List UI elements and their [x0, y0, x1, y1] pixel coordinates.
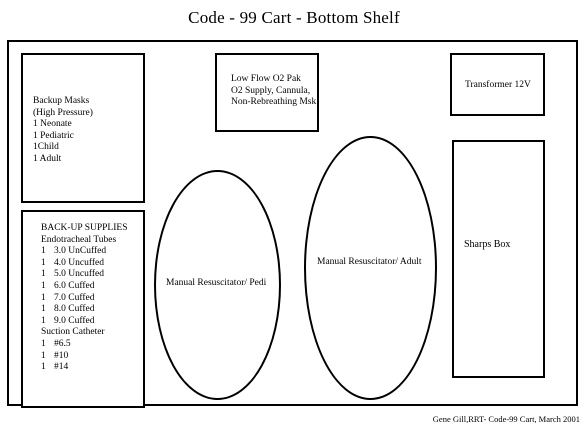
et-desc: 8.0 Cuffed [54, 304, 95, 315]
resuscitator-pedi-oval: Manual Resuscitator/ Pedi [154, 170, 281, 400]
sharps-box: Sharps Box [452, 140, 545, 378]
et-item: 1 5.0 Uncuffed [41, 269, 128, 281]
et-qty: 1 [41, 280, 46, 291]
low-flow-o2-line: Low Flow O2 Pak [231, 74, 301, 84]
backup-supplies-heading: BACK-UP SUPPLIES [41, 223, 128, 233]
suction-desc: #6.5 [54, 338, 71, 349]
et-qty: 1 [41, 292, 46, 303]
et-desc: 7.0 Cuffed [54, 292, 95, 303]
backup-masks-line: 1 Pediatric [33, 130, 74, 141]
suction-item: 1 #14 [41, 362, 128, 374]
et-item: 1 3.0 UnCuffed [41, 246, 128, 258]
suction-item: 1 #6.5 [41, 339, 128, 351]
backup-masks-line: Backup Masks [33, 96, 90, 106]
backup-supplies-box: BACK-UP SUPPLIES Endotracheal Tubes 1 3.0… [21, 210, 145, 408]
backup-masks-box: Backup Masks (High Pressure) 1 Neonate 1… [21, 53, 145, 203]
transformer-box: Transformer 12V [450, 53, 545, 116]
et-qty: 1 [41, 304, 46, 315]
et-qty: 1 [41, 257, 46, 268]
et-item: 1 6.0 Cuffed [41, 281, 128, 293]
et-item: 1 7.0 Cuffed [41, 293, 128, 305]
page-title: Code - 99 Cart - Bottom Shelf [188, 8, 400, 27]
endotracheal-tubes-heading: Endotracheal Tubes [41, 234, 117, 245]
suction-desc: #14 [54, 362, 69, 373]
shelf-outline [7, 40, 578, 406]
backup-masks-line: (High Pressure) [33, 107, 93, 118]
low-flow-o2-line: Non-Rebreathing Msk [231, 97, 317, 108]
et-desc: 4.0 Uncuffed [54, 257, 104, 268]
low-flow-o2-box: Low Flow O2 Pak O2 Supply, Cannula, Non-… [215, 53, 319, 132]
sharps-box-label: Sharps Box [464, 239, 511, 250]
et-desc: 5.0 Uncuffed [54, 269, 104, 280]
backup-masks-line: 1Child [33, 142, 59, 153]
et-item: 1 4.0 Uncuffed [41, 258, 128, 270]
footer-credit: Gene Gill,RRT- Code-99 Cart, March 2001 [432, 414, 580, 424]
suction-qty: 1 [41, 350, 46, 361]
suction-desc: #10 [54, 350, 69, 361]
suction-catheter-heading: Suction Catheter [41, 327, 105, 338]
resuscitator-adult-label: Manual Resuscitator/ Adult [317, 257, 422, 267]
low-flow-o2-line: O2 Supply, Cannula, [231, 85, 311, 96]
et-qty: 1 [41, 269, 46, 280]
et-item: 1 9.0 Cuffed [41, 316, 128, 328]
backup-masks-line: 1 Adult [33, 153, 62, 164]
et-qty: 1 [41, 315, 46, 326]
suction-qty: 1 [41, 338, 46, 349]
backup-masks-label: Backup Masks (High Pressure) 1 Neonate 1… [33, 96, 93, 166]
suction-qty: 1 [41, 362, 46, 373]
backup-masks-line: 1 Neonate [33, 119, 72, 130]
et-desc: 3.0 UnCuffed [54, 246, 107, 257]
resuscitator-adult-oval: Manual Resuscitator/ Adult [304, 136, 437, 400]
suction-item: 1 #10 [41, 351, 128, 363]
transformer-label: Transformer 12V [465, 80, 531, 90]
resuscitator-pedi-label: Manual Resuscitator/ Pedi [166, 278, 267, 288]
et-desc: 9.0 Cuffed [54, 315, 95, 326]
et-desc: 6.0 Cuffed [54, 280, 95, 291]
et-qty: 1 [41, 246, 46, 257]
et-item: 1 8.0 Cuffed [41, 304, 128, 316]
low-flow-o2-label: Low Flow O2 Pak O2 Supply, Cannula, Non-… [231, 74, 316, 109]
backup-supplies-list: BACK-UP SUPPLIES Endotracheal Tubes 1 3.0… [41, 223, 128, 374]
